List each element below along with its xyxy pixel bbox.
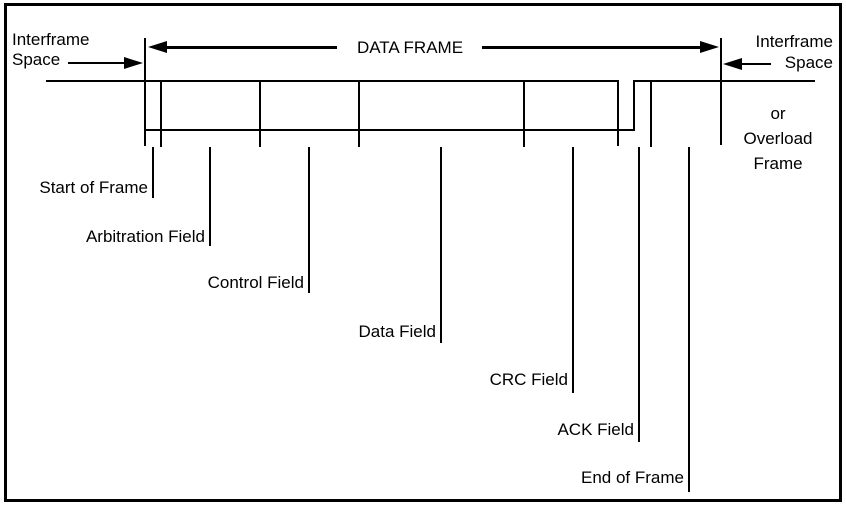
leader-control-field	[308, 147, 310, 293]
field-label-crc-field: CRC Field	[489, 370, 568, 389]
overload-frame-label: or Overload Frame	[733, 101, 823, 176]
data-frame-title: DATA FRAME	[356, 38, 464, 57]
interframe-left-arrow-shaft	[68, 62, 126, 64]
data-frame-arrow-right-shaft	[482, 46, 700, 49]
interframe-space-right-label: Interframe Space	[743, 31, 833, 73]
ack-eof-divider	[650, 80, 652, 147]
arrow-right-icon	[700, 41, 719, 53]
interframe-left-line2: Space	[12, 50, 61, 69]
overload-line1: or	[770, 104, 786, 123]
arrow-left-icon	[723, 58, 742, 70]
leader-arbitration-field	[209, 147, 211, 246]
bus-baseline-right-segment	[633, 80, 815, 82]
interframe-left-line1: Interframe	[12, 30, 90, 49]
arrow-right-icon	[124, 57, 143, 69]
frame-start-boundary-line	[144, 38, 146, 146]
frame-box-bottom-line	[144, 129, 635, 131]
leader-end-of-frame	[688, 147, 690, 492]
overload-line2: Overload	[743, 129, 813, 148]
leader-ack-field	[638, 147, 640, 442]
field-label-arbitration-field: Arbitration Field	[85, 227, 205, 246]
field-label-ack-field: ACK Field	[557, 420, 634, 439]
interframe-right-line1: Interframe	[755, 32, 833, 51]
frame-end-boundary-line	[720, 38, 722, 145]
overload-line3: Frame	[753, 154, 803, 173]
field-label-end-of-frame: End of Frame	[581, 468, 684, 487]
leader-start-of-frame	[152, 147, 154, 198]
leader-data-field	[440, 147, 442, 343]
sof-arbitration-divider	[160, 80, 162, 147]
ack-slot-step-line	[633, 80, 635, 131]
field-label-data-field: Data Field	[358, 322, 436, 341]
diagram-border	[4, 3, 842, 502]
control-data-divider	[358, 80, 360, 147]
data-crc-divider	[523, 80, 525, 147]
data-frame-arrow-left-shaft	[165, 46, 337, 49]
field-label-start-of-frame: Start of Frame	[39, 178, 148, 197]
interframe-right-line2: Space	[784, 53, 833, 72]
crc-ack-divider	[617, 80, 619, 146]
arrow-left-icon	[148, 41, 167, 53]
field-label-control-field: Control Field	[207, 273, 304, 292]
interframe-right-arrow-shaft	[741, 63, 771, 65]
arbitration-control-divider	[259, 80, 261, 147]
bus-baseline-left-segment	[46, 80, 619, 82]
interframe-space-left-label: Interframe Space	[12, 30, 89, 70]
leader-crc-field	[572, 147, 574, 393]
